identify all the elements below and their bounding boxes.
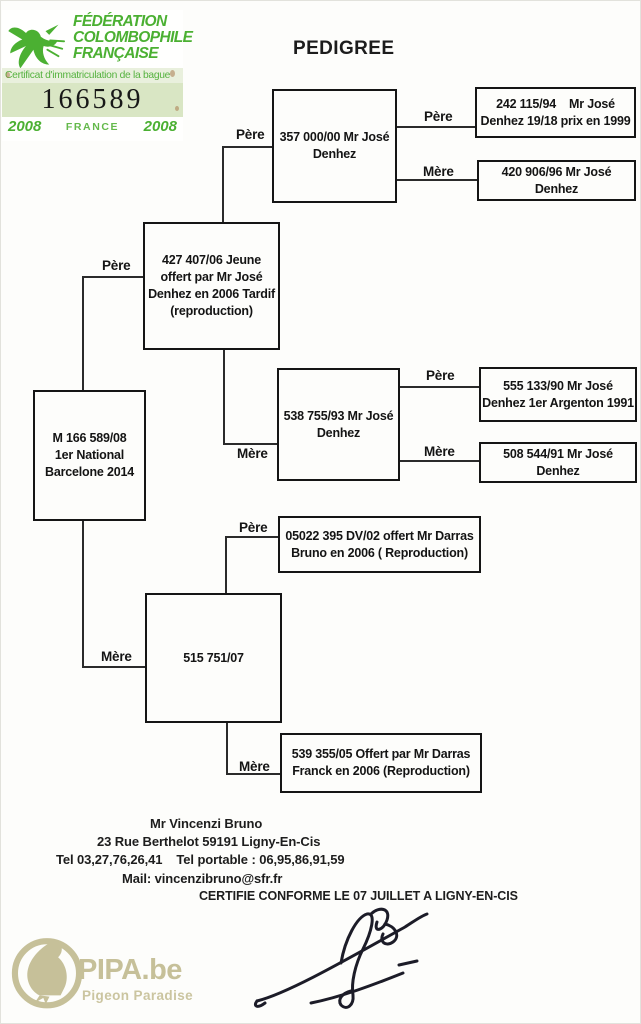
node-paternal-grandmother: 538 755/93 Mr José Denhez bbox=[277, 368, 400, 481]
node-father-text: 427 407/06 Jeune offert par Mr José Denh… bbox=[148, 253, 275, 318]
pipa-tagline: Pigeon Paradise bbox=[82, 988, 194, 1003]
mere-label-father: Mère bbox=[237, 446, 268, 461]
node-mother: 515 751/07 bbox=[145, 593, 282, 723]
node-maternal-grandmother: 539 355/05 Offert par Mr Darras Franck e… bbox=[280, 733, 482, 793]
federation-name-line1: FÉDÉRATION bbox=[73, 13, 167, 30]
owner-phones: Tel 03,27,76,26,41 Tel portable : 06,95,… bbox=[56, 852, 345, 867]
node-paternal-grandfather: 357 000/00 Mr José Denhez bbox=[272, 89, 397, 203]
node-fmm-text: 508 544/91 Mr José Denhez bbox=[503, 446, 613, 478]
pipa-name: PIPA.be bbox=[78, 954, 182, 986]
connector-ff-fff-h bbox=[397, 126, 475, 128]
node-ff-father: 242 115/94 Mr José Denhez 19/18 prix en … bbox=[475, 87, 636, 138]
connector-father-ff-v bbox=[222, 146, 224, 222]
node-fm-text: 538 755/93 Mr José Denhez bbox=[283, 408, 394, 440]
connector-mother-mf-v bbox=[225, 536, 227, 593]
stain-mark bbox=[6, 72, 10, 78]
node-father: 427 407/06 Jeune offert par Mr José Denh… bbox=[143, 222, 280, 350]
pere-label-father: Père bbox=[236, 127, 265, 142]
pere-label-fm: Père bbox=[426, 368, 455, 383]
sticker-year-row: 2008 FRANCE 2008 bbox=[2, 118, 183, 135]
connector-father-fm-h bbox=[223, 443, 277, 445]
node-ffm-text: 420 906/96 Mr José Denhez bbox=[501, 164, 612, 196]
fcf-bird-icon bbox=[8, 24, 65, 69]
country-label: FRANCE bbox=[65, 120, 120, 133]
signature bbox=[253, 907, 429, 1009]
node-fff-text: 242 115/94 Mr José Denhez 19/18 prix en … bbox=[480, 96, 631, 128]
connector-subject-mother-v bbox=[82, 521, 84, 667]
node-fm-mother: 508 544/91 Mr José Denhez bbox=[479, 442, 637, 483]
year-right: 2008 bbox=[143, 118, 177, 135]
mere-label-mother: Mère bbox=[239, 759, 270, 774]
ring-number: 166589 bbox=[2, 83, 183, 117]
pere-label-ff: Père bbox=[424, 109, 453, 124]
page-title: PEDIGREE bbox=[293, 38, 395, 59]
pipa-pigeon-icon bbox=[11, 938, 83, 1009]
owner-name: Mr Vincenzi Bruno bbox=[150, 816, 263, 831]
node-subject-text: M 166 589/08 1er National Barcelone 2014 bbox=[45, 431, 134, 479]
connector-mother-mm-h bbox=[226, 773, 280, 775]
mere-label-fm: Mère bbox=[424, 444, 455, 459]
node-fm-father: 555 133/90 Mr José Denhez 1er Argenton 1… bbox=[479, 367, 637, 422]
node-subject: M 166 589/08 1er National Barcelone 2014 bbox=[33, 390, 146, 521]
connector-ff-ffm-h bbox=[397, 179, 477, 181]
connector-father-fm-v bbox=[223, 350, 225, 444]
stain-mark bbox=[170, 70, 175, 77]
stain-mark bbox=[175, 106, 179, 111]
connector-father-ff-h bbox=[222, 146, 272, 148]
mere-label-ff: Mère bbox=[423, 164, 454, 179]
year-left: 2008 bbox=[8, 118, 42, 135]
node-ff-text: 357 000/00 Mr José Denhez bbox=[279, 130, 390, 161]
pere-label-subject: Père bbox=[102, 258, 131, 273]
federation-name: FÉDÉRATION COLOMBOPHILE FRANÇAISE bbox=[73, 13, 193, 62]
pere-label-mother: Père bbox=[239, 520, 268, 535]
node-mother-text: 515 751/07 bbox=[183, 650, 244, 665]
node-mm-text: 539 355/05 Offert par Mr Darras Franck e… bbox=[291, 747, 471, 778]
connector-mother-mm-v bbox=[226, 723, 228, 774]
connector-subject-father-h bbox=[82, 276, 143, 278]
node-mf-text: 05022 395 DV/02 offert Mr Darras Bruno e… bbox=[285, 528, 474, 560]
mere-label-subject: Mère bbox=[101, 649, 132, 664]
connector-fm-fmf-h bbox=[400, 386, 479, 388]
pipa-logo: PIPA.be Pigeon Paradise bbox=[6, 930, 206, 1015]
certificate-label: Certificat d'immatriculation de la bague bbox=[2, 68, 183, 83]
connector-subject-mother-h bbox=[82, 666, 145, 668]
owner-address: 23 Rue Berthelot 59191 Ligny-En-Cis bbox=[97, 834, 321, 849]
federation-name-line3: FRANÇAISE bbox=[73, 44, 159, 62]
connector-subject-father-v bbox=[82, 277, 84, 390]
owner-email: Mail: vincenzibruno@sfr.fr bbox=[122, 871, 283, 886]
connector-mother-mf-h bbox=[225, 536, 278, 538]
federation-name-line2: COLOMBOPHILE bbox=[73, 28, 193, 46]
node-ff-mother: 420 906/96 Mr José Denhez bbox=[477, 160, 636, 201]
certification-line: CERTIFIE CONFORME LE 07 JUILLET A LIGNY-… bbox=[199, 889, 518, 903]
node-maternal-grandfather: 05022 395 DV/02 offert Mr Darras Bruno e… bbox=[278, 516, 481, 573]
node-fmf-text: 555 133/90 Mr José Denhez 1er Argenton 1… bbox=[482, 378, 634, 410]
ring-certificate-sticker: FÉDÉRATION COLOMBOPHILE FRANÇAISE Certif… bbox=[2, 10, 193, 141]
connector-fm-fmm-h bbox=[400, 460, 479, 462]
